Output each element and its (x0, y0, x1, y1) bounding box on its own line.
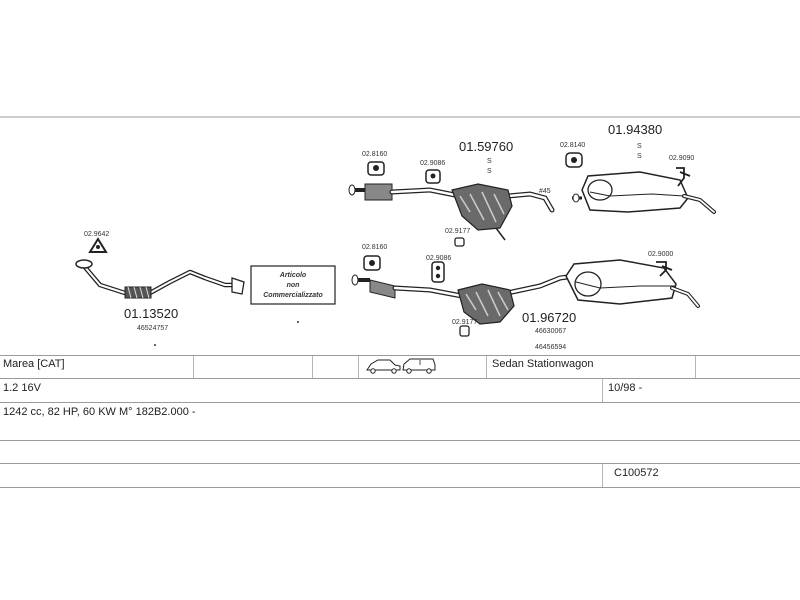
part-label-02-9177: 02.9177 (452, 319, 477, 326)
rubber-hanger-icon[interactable] (565, 152, 583, 168)
rubber-hanger-icon[interactable] (431, 261, 445, 283)
model-name: Marea [CAT] (3, 358, 65, 370)
engine-label: 1.2 16V (3, 382, 41, 394)
oem-number-46630067: 46630067 (535, 328, 566, 335)
bottom-rear-muffler[interactable] (565, 259, 700, 308)
rubber-hanger-icon[interactable] (425, 169, 441, 184)
clamp-bolt-icon[interactable] (454, 237, 465, 247)
part-number-01-96720: 01.96720 (522, 310, 576, 325)
part-label-02-9177: 02.9177 (445, 228, 470, 235)
variant-label: S (487, 158, 492, 165)
part-label-02-9086: 02.9086 (420, 160, 445, 167)
stationwagon-car-icon (402, 358, 436, 374)
part-label-02-9090: 02.9090 (669, 155, 694, 162)
part-number-01-94380: 01.94380 (608, 122, 662, 137)
part-number-01-59760: 01.59760 (459, 139, 513, 154)
hanger-bracket-icon[interactable] (676, 167, 691, 187)
svg-text:non: non (287, 282, 300, 289)
top-intermediate-pipe[interactable] (348, 183, 555, 213)
hanger-bracket-icon[interactable] (656, 261, 673, 277)
rubber-hanger-icon[interactable] (367, 161, 385, 176)
date-range: 10/98 - (608, 382, 643, 394)
variant-label: S (487, 168, 492, 175)
variant-label: S (637, 153, 642, 160)
bottom-front-muffler[interactable] (457, 283, 515, 325)
part-number-01-13520: 01.13520 (124, 306, 178, 321)
top-rear-muffler[interactable] (572, 171, 716, 214)
part-label-02-9000: 02.9000 (648, 251, 673, 258)
engine-specs: 1242 cc, 82 HP, 60 KW M° 182B2.000 - (3, 406, 196, 418)
svg-text:Commercializzato: Commercializzato (263, 292, 323, 299)
oem-number-46524757: 46524757 (137, 325, 168, 332)
not-marketed-notice: Articolo non Commercializzato (250, 265, 336, 305)
rubber-hanger-icon[interactable] (363, 255, 381, 271)
part-label-02-8160: 02.8160 (362, 151, 387, 158)
diameter-mark: #45 (539, 188, 551, 195)
part-label-02-9642: 02.9642 (84, 231, 109, 238)
variant-label: S (637, 143, 642, 150)
body-types: Sedan Stationwagon (492, 358, 594, 370)
front-pipe-part[interactable] (75, 259, 245, 299)
part-label-02-8140: 02.8140 (560, 142, 585, 149)
sedan-car-icon (366, 359, 401, 374)
top-front-muffler[interactable] (451, 183, 513, 241)
clamp-bolt-icon[interactable] (459, 325, 470, 337)
part-label-02-8160: 02.8160 (362, 244, 387, 251)
clamp-triangle-icon[interactable] (88, 237, 108, 253)
part-label-02-9086: 02.9086 (426, 255, 451, 262)
catalog-code: C100572 (614, 467, 659, 479)
svg-text:Articolo: Articolo (279, 272, 307, 279)
oem-number-46456594: 46456594 (535, 344, 566, 351)
